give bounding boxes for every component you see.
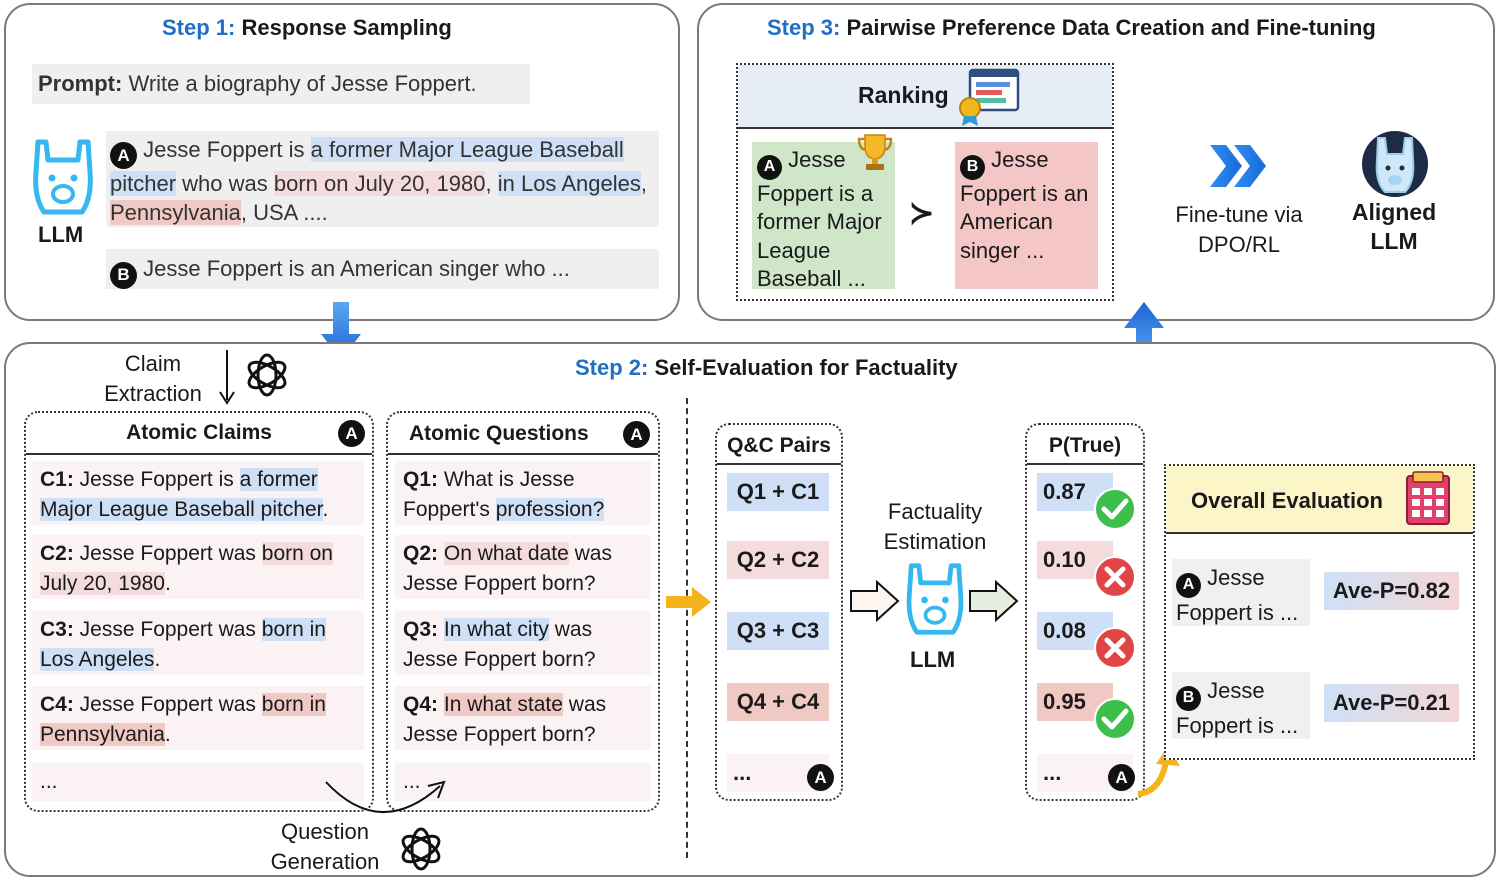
scoreboard-icon	[1406, 471, 1450, 525]
cross-icon	[1094, 556, 1136, 598]
ptrue-value-1: 0.87	[1037, 473, 1113, 511]
ptrue-value-2: 0.10	[1037, 541, 1113, 579]
claim-2: C2: Jesse Foppert was born on July 20, 1…	[32, 535, 364, 599]
qc-pair-2: Q2 + C2	[727, 541, 829, 579]
llama-icon	[33, 139, 93, 215]
overall-b-text: B Jesse Foppert is ...	[1172, 672, 1310, 739]
badge-a-icon: A	[1176, 572, 1201, 598]
hollow-arrow-icon	[969, 579, 1019, 623]
badge-b-icon: B	[110, 261, 137, 289]
badge-a-icon: A	[1108, 764, 1135, 791]
gold-arrow-icon	[666, 587, 711, 617]
qc-pair-4: Q4 + C4	[727, 683, 829, 721]
winner-cell: A Jesse Foppert is a former Major League…	[752, 142, 895, 291]
qc-pairs-header: Q&C Pairs	[717, 425, 841, 465]
badge-b-icon: B	[1176, 685, 1201, 711]
step1-title: Step 1: Response Sampling	[162, 15, 452, 40]
up-arrow-icon	[1124, 302, 1164, 360]
curved-arrow-icon	[325, 780, 446, 813]
step2-title: Step 2: Self-Evaluation for Factuality	[575, 355, 958, 380]
cross-icon	[1094, 627, 1136, 669]
greater-symbol: ≻	[909, 197, 935, 230]
step2-llm-label: LLM	[910, 647, 956, 672]
question-1: Q1: What is Jesse Foppert's profession?	[395, 461, 651, 525]
double-chevron-icon	[1210, 145, 1266, 187]
prompt-box: Prompt: Write a biography of Jesse Foppe…	[32, 64, 530, 104]
badge-a-icon: A	[807, 764, 834, 791]
trophy-icon	[857, 134, 893, 170]
step1-llm-label: LLM	[38, 222, 84, 247]
atomic-questions-header: Atomic Questions	[388, 413, 658, 455]
ranking-header	[738, 65, 1112, 129]
question-4: Q4: In what state was Jesse Foppert born…	[395, 686, 651, 750]
overall-b-score: Ave-P=0.21	[1324, 684, 1459, 722]
check-icon	[1094, 488, 1136, 530]
badge-a-icon: A	[110, 142, 137, 169]
badge-b-icon: B	[960, 154, 985, 180]
qc-pair-3: Q3 + C3	[727, 612, 829, 650]
badge-a-icon: A	[757, 154, 782, 180]
aligned-llama-icon	[1362, 131, 1428, 197]
overall-a-score: Ave-P=0.82	[1324, 572, 1459, 610]
qc-pair-1: Q1 + C1	[727, 473, 829, 511]
claim-4: C4: Jesse Foppert was born in Pennsylvan…	[32, 686, 364, 750]
finetune-label: Fine-tune via DPO/RL	[1175, 202, 1303, 257]
ranking-label: Ranking	[858, 82, 949, 108]
ptrue-header: P(True)	[1027, 425, 1143, 465]
response-b-box: B Jesse Foppert is an American singer wh…	[106, 249, 659, 289]
question-generation-label: Question Generation	[270, 819, 380, 874]
question-2: Q2: On what date was Jesse Foppert born?	[395, 535, 651, 599]
badge-a-icon: A	[623, 421, 650, 448]
factuality-label: Factuality Estimation	[883, 499, 987, 554]
loser-cell: B Jesse Foppert is an American singer ..…	[955, 142, 1098, 289]
claim-3: C3: Jesse Foppert was born in Los Angele…	[32, 611, 364, 675]
step3-title: Step 3: Pairwise Preference Data Creatio…	[767, 15, 1376, 40]
question-3: Q3: In what city was Jesse Foppert born?	[395, 611, 651, 675]
claim-extraction-label: Claim Extraction	[104, 351, 202, 406]
badge-a-icon: A	[338, 420, 365, 447]
questions-more: ...	[395, 763, 651, 801]
llama-icon	[906, 563, 964, 635]
aligned-llm-label: Aligned LLM	[1351, 199, 1437, 254]
divider	[686, 398, 688, 858]
atomic-claims-header: Atomic Claims	[26, 413, 372, 455]
down-thin-arrow-icon	[219, 350, 235, 405]
overall-eval-title: Overall Evaluation	[1191, 488, 1383, 513]
overall-a-text: A Jesse Foppert is ...	[1172, 559, 1310, 626]
openai-icon	[247, 353, 287, 397]
hollow-arrow-icon	[850, 579, 900, 623]
claim-1: C1: Jesse Foppert is a former Major Leag…	[32, 461, 364, 525]
check-icon	[1094, 698, 1136, 740]
response-a-box: A Jesse Foppert is a former Major League…	[106, 131, 659, 227]
openai-icon	[401, 827, 441, 871]
claims-more: ...	[32, 763, 364, 801]
leaderboard-icon	[959, 68, 1020, 126]
